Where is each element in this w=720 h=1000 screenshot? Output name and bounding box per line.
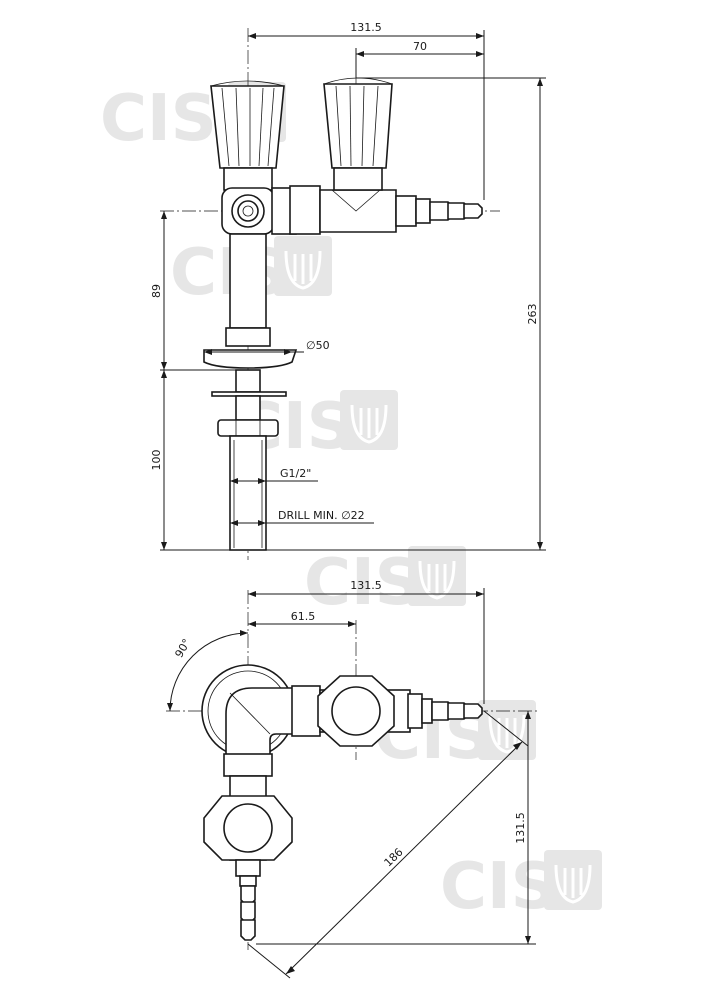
- dim-top-valve-offset-label: 61.5: [291, 610, 316, 623]
- dim-front-side-outlet: 70: [355, 40, 484, 78]
- dim-front-below-deck: 100: [150, 370, 167, 550]
- dim-front-drill: DRILL MIN. ∅22: [230, 509, 374, 526]
- dim-top-depth-label: 131.5: [514, 812, 527, 844]
- right-valve-knob: [323, 77, 393, 191]
- watermark-logo: CIS: [440, 850, 602, 924]
- top-right-arm: [291, 675, 483, 747]
- dim-front-thread: G1/2": [230, 467, 318, 484]
- dim-top-valve-offset: 61.5: [248, 610, 356, 627]
- left-valve-body: [221, 187, 275, 235]
- flange: [160, 349, 298, 371]
- dim-front-flange-diameter-label: ∅50: [306, 339, 330, 352]
- top-elbow-body: [225, 687, 297, 757]
- top-lower-arm: [203, 753, 293, 941]
- dim-front-drill-label: DRILL MIN. ∅22: [278, 509, 365, 522]
- watermark-text: CIS: [440, 850, 557, 924]
- side-arm: [271, 185, 397, 235]
- vertical-column: [225, 233, 271, 347]
- dim-front-flange-diameter: ∅50: [204, 339, 330, 355]
- watermark-text: CIS: [170, 236, 287, 310]
- below-deck-assembly: [211, 369, 287, 551]
- watermark-logo: CIS: [304, 546, 466, 620]
- dim-front-total-width-label: 131.5: [350, 21, 382, 34]
- dim-front-height-above-label: 89: [150, 284, 163, 298]
- dim-front-total-height: 263: [356, 77, 546, 550]
- dim-front-total-height-label: 263: [526, 304, 539, 325]
- dim-top-diagonal-label: 186: [382, 846, 406, 870]
- watermark-logo: CIS: [170, 236, 332, 310]
- watermark-text: CIS: [304, 546, 421, 620]
- dim-front-thread-label: G1/2": [280, 467, 311, 480]
- left-valve-knob: [210, 80, 285, 191]
- dim-front-below-deck-label: 100: [150, 450, 163, 471]
- dim-top-angle-label: 90°: [172, 637, 193, 660]
- dim-front-height-above: 89: [150, 211, 167, 370]
- dim-front-side-outlet-label: 70: [413, 40, 427, 53]
- right-hose-nozzle: [395, 195, 483, 227]
- dim-top-total-width: 131.5: [248, 579, 485, 704]
- watermark-text: CIS: [100, 82, 217, 156]
- dim-top-total-width-label: 131.5: [350, 579, 382, 592]
- dim-top-depth: 131.5: [256, 711, 536, 945]
- dim-front-total-width: 131.5: [248, 21, 485, 200]
- front-view: 131.5 70 263 89: [150, 21, 546, 560]
